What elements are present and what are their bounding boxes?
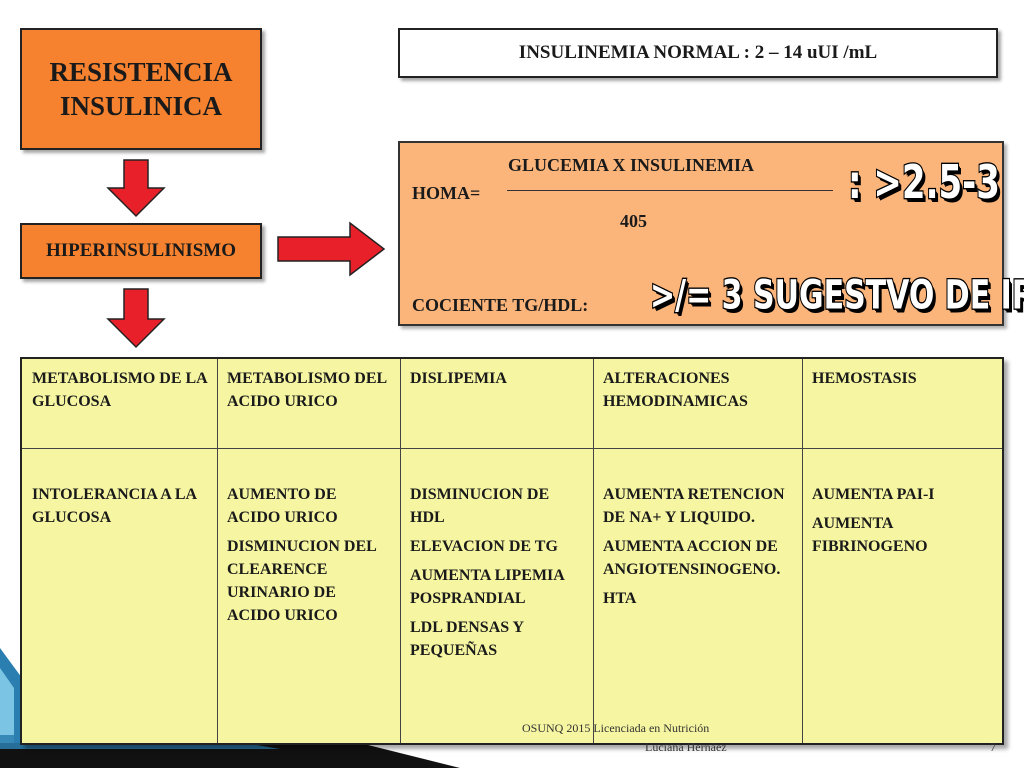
resistencia-insulinica-box: RESISTENCIA INSULINICA bbox=[20, 28, 262, 150]
cociente-label: COCIENTE TG/HDL: bbox=[412, 295, 589, 315]
cell-item: AUMENTA FIBRINOGENO bbox=[812, 515, 928, 555]
homa-numerator: GLUCEMIA X INSULINEMIA bbox=[508, 155, 755, 175]
body-cell-glucosa: INTOLERANCIA A LA GLUCOSA bbox=[22, 475, 217, 543]
homa-value: : >2.5-3 bbox=[847, 155, 1001, 212]
fraction-line bbox=[507, 190, 833, 191]
cell-item: LDL DENSAS Y PEQUEÑAS bbox=[410, 619, 524, 659]
cell-item: AUMENTA LIPEMIA POSPRANDIAL bbox=[410, 567, 564, 607]
homa-label: HOMA= bbox=[412, 183, 481, 203]
cell-item: HTA bbox=[603, 590, 637, 607]
header-cell-hemostasis: HEMOSTASIS bbox=[812, 370, 917, 387]
cell-item: AUMENTA PAI-I bbox=[812, 486, 935, 503]
column-divider bbox=[400, 359, 401, 743]
header-cell-hemodinamicas: ALTERACIONES HEMODINAMICAS bbox=[603, 370, 748, 410]
body-cell-dislipemia: DISMINUCION DE HDL ELEVACION DE TG AUMEN… bbox=[400, 475, 593, 676]
header-cell-glucosa: METABOLISMO DE LA GLUCOSA bbox=[32, 370, 207, 410]
cell-item: DISMINUCION DE HDL bbox=[410, 486, 550, 526]
homa-box: GLUCEMIA X INSULINEMIA HOMA= 405 : >2.5-… bbox=[398, 141, 1024, 326]
hiperinsulinismo-label: HIPERINSULINISMO bbox=[45, 240, 237, 261]
column-divider bbox=[593, 359, 594, 743]
body-cell-hemodinamicas: AUMENTA RETENCION DE NA+ Y LIQUIDO. AUME… bbox=[593, 475, 802, 624]
header-cell-dislipemia: DISLIPEMIA bbox=[410, 370, 507, 387]
title-line-1: RESISTENCIA bbox=[49, 57, 233, 87]
table-header-divider bbox=[22, 448, 1002, 449]
insulinemia-normal-box: INSULINEMIA NORMAL : 2 – 14 uUI /mL bbox=[398, 28, 998, 78]
down-arrow-icon bbox=[106, 159, 166, 218]
page-number: 7 bbox=[990, 740, 996, 754]
cell-item: AUMENTO DE ACIDO URICO bbox=[227, 486, 338, 526]
down-arrow-icon bbox=[106, 288, 166, 349]
homa-denominator: 405 bbox=[620, 211, 647, 231]
header-cell-acido-urico: METABOLISMO DEL ACIDO URICO bbox=[227, 370, 387, 410]
cell-item: AUMENTA RETENCION DE NA+ Y LIQUIDO. bbox=[603, 486, 785, 526]
right-arrow-icon bbox=[277, 221, 386, 277]
cell-item: INTOLERANCIA A LA GLUCOSA bbox=[32, 486, 197, 526]
column-divider bbox=[802, 359, 803, 743]
cell-item: DISMINUCION DEL CLEARENCE URINARIO DE AC… bbox=[227, 538, 376, 624]
insulinemia-normal-label: INSULINEMIA NORMAL : 2 – 14 uUI /mL bbox=[518, 42, 878, 63]
cociente-value: >/= 3 SUGESTVO DE IR bbox=[649, 271, 1024, 321]
footer-credit: OSUNQ 2015 Licenciada en Nutrición bbox=[522, 721, 710, 735]
body-cell-hemostasis: AUMENTA PAI-I AUMENTA FIBRINOGENO bbox=[802, 475, 1002, 572]
column-divider bbox=[217, 359, 218, 743]
cell-item: ELEVACION DE TG bbox=[410, 538, 558, 555]
hiperinsulinismo-box: HIPERINSULINISMO bbox=[20, 223, 262, 279]
title-line-2: INSULINICA bbox=[59, 91, 223, 121]
cell-item: AUMENTA ACCION DE ANGIOTENSINOGENO. bbox=[603, 538, 781, 578]
footer-author: Luciana Hernáez bbox=[645, 740, 727, 754]
consequences-table: METABOLISMO DE LA GLUCOSA METABOLISMO DE… bbox=[20, 357, 1004, 745]
body-cell-acido-urico: AUMENTO DE ACIDO URICO DISMINUCION DEL C… bbox=[217, 475, 400, 641]
